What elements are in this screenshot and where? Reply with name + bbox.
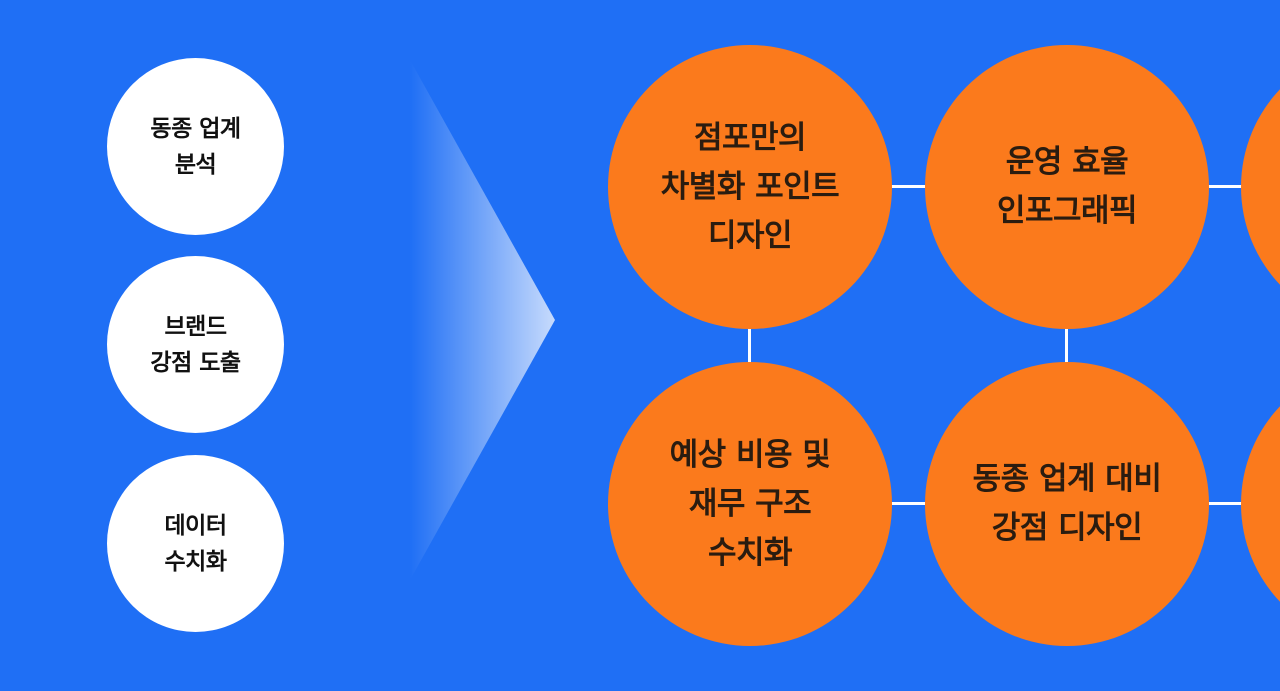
input-circle-data-quantify: 데이터 수치화 — [107, 455, 284, 632]
input-circle-industry-analysis: 동종 업계 분석 — [107, 58, 284, 235]
output-circle-partial-top — [1241, 45, 1280, 329]
input-label: 브랜드 강점 도출 — [150, 313, 241, 376]
input-circle-brand-strength: 브랜드 강점 도출 — [107, 256, 284, 433]
output-label: 동종 업계 대비 강점 디자인 — [972, 461, 1162, 546]
connector-line — [748, 327, 751, 365]
output-circle-strength-design: 동종 업계 대비 강점 디자인 — [925, 362, 1209, 646]
output-label: 예상 비용 및 재무 구조 수치화 — [669, 436, 831, 571]
output-circle-financial-structure: 예상 비용 및 재무 구조 수치화 — [608, 362, 892, 646]
connector-line — [1207, 185, 1247, 188]
chevron-arrow-icon — [410, 60, 555, 580]
output-circle-partial-bottom — [1241, 362, 1280, 646]
input-label: 데이터 수치화 — [164, 512, 227, 575]
output-label: 운영 효율 인포그래픽 — [996, 144, 1138, 229]
connector-line — [1065, 327, 1068, 365]
output-circle-differentiation: 점포만의 차별화 포인트 디자인 — [608, 45, 892, 329]
output-label: 점포만의 차별화 포인트 디자인 — [660, 119, 840, 254]
input-label: 동종 업계 분석 — [150, 115, 241, 178]
connector-line — [890, 185, 930, 188]
connector-line — [1207, 502, 1247, 505]
connector-line — [890, 502, 930, 505]
output-circle-efficiency-infographic: 운영 효율 인포그래픽 — [925, 45, 1209, 329]
